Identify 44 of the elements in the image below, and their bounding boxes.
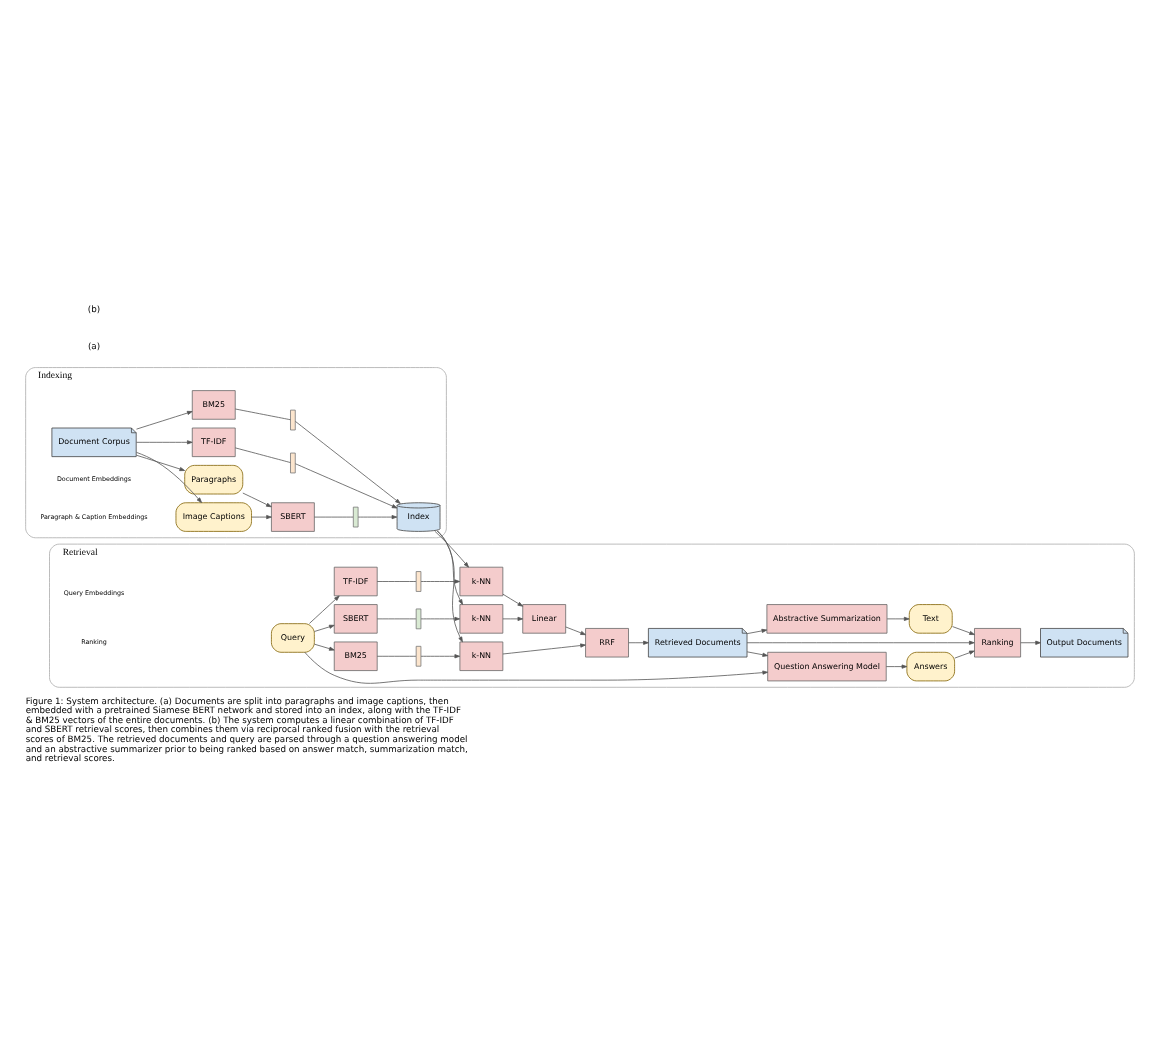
connector xyxy=(234,407,291,420)
arrow xyxy=(357,514,398,519)
arrow xyxy=(502,642,586,654)
arrow xyxy=(251,514,272,519)
arrow xyxy=(242,491,272,507)
connector xyxy=(376,654,417,656)
arrow xyxy=(295,420,401,503)
arrow xyxy=(314,642,335,650)
arrow xyxy=(502,615,524,620)
arrow xyxy=(628,639,649,644)
arrow xyxy=(746,627,768,634)
arrow xyxy=(314,623,335,631)
arrow xyxy=(136,450,202,502)
arrow xyxy=(136,439,193,444)
arrow xyxy=(565,625,586,635)
node-bar xyxy=(415,607,422,629)
node-bar xyxy=(290,408,296,430)
arrow xyxy=(436,529,463,604)
connector xyxy=(234,446,291,462)
connector xyxy=(376,580,417,581)
arrow xyxy=(136,409,193,429)
arrow xyxy=(886,615,910,620)
arrow xyxy=(304,650,768,683)
arrow xyxy=(436,529,463,642)
arrow xyxy=(420,615,461,620)
connector xyxy=(314,515,354,517)
arrow xyxy=(135,453,185,471)
arrow xyxy=(295,462,398,508)
arrow xyxy=(1020,639,1041,644)
node-bar xyxy=(352,505,359,527)
node-bar xyxy=(290,451,296,473)
arrow xyxy=(309,594,340,623)
arrow xyxy=(420,653,461,658)
node-bar xyxy=(415,644,422,666)
node-bar xyxy=(415,570,422,591)
connector xyxy=(376,617,417,619)
arrow xyxy=(434,529,469,567)
arrow xyxy=(502,592,524,606)
arrow xyxy=(885,663,908,668)
arrow xyxy=(746,650,768,656)
arrow xyxy=(952,625,975,634)
arrow xyxy=(420,578,461,583)
arrow xyxy=(746,639,975,644)
arrow xyxy=(954,649,975,658)
